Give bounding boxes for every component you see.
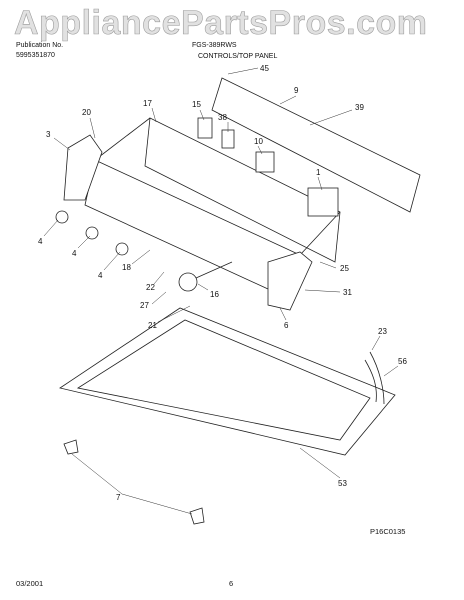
callout-3: 3 [46, 130, 51, 139]
callout-9: 9 [294, 86, 299, 95]
page-number: 6 [229, 579, 234, 588]
callout-1: 1 [316, 168, 321, 177]
callout-39: 39 [355, 103, 364, 112]
switch-10 [255, 151, 275, 173]
callout-17: 17 [143, 99, 152, 108]
callout-38: 38 [218, 113, 227, 122]
publication-label: Publication No. [16, 42, 64, 49]
callout-7: 7 [116, 493, 121, 502]
callout-10: 10 [254, 137, 263, 146]
callout-4a: 4 [38, 237, 43, 246]
publication-number: 5995351870 [16, 52, 55, 59]
callout-4c: 4 [98, 271, 103, 280]
callout-15: 15 [192, 100, 201, 109]
callout-6: 6 [284, 321, 289, 330]
figure-code: P16C0135 [370, 527, 406, 536]
hinge-left [63, 439, 79, 455]
timer [307, 187, 339, 217]
timer-knob [178, 272, 198, 292]
wire-harness [364, 351, 385, 405]
hinge-right [189, 507, 205, 525]
end-cap-right [267, 251, 313, 311]
section-title: CONTROLS/TOP PANEL [198, 53, 278, 60]
end-cap-left [63, 134, 103, 201]
top-panel [59, 307, 396, 456]
knob-2 [85, 226, 99, 240]
footer-date: 03/2001 [16, 579, 44, 588]
callout-4b: 4 [72, 249, 77, 258]
callout-31: 31 [343, 288, 352, 297]
callout-16: 16 [210, 290, 219, 299]
callout-23: 23 [378, 327, 387, 336]
callout-21: 21 [148, 321, 157, 330]
knob-1 [55, 210, 69, 224]
callout-53: 53 [338, 479, 347, 488]
callout-18: 18 [122, 263, 131, 272]
rear-trim-strip [211, 77, 421, 213]
callout-20: 20 [82, 108, 91, 117]
console-panel [144, 117, 341, 263]
model-number: FGS-389RWS [192, 42, 237, 49]
callout-25: 25 [340, 264, 349, 273]
callout-45: 45 [260, 64, 269, 73]
knob-3 [115, 242, 129, 256]
switch-38 [221, 129, 235, 149]
switch-15 [197, 117, 213, 139]
callout-27: 27 [140, 301, 149, 310]
callout-22: 22 [146, 283, 155, 292]
watermark: AppliancePartsPros.com [14, 4, 428, 43]
callout-56: 56 [398, 357, 407, 366]
